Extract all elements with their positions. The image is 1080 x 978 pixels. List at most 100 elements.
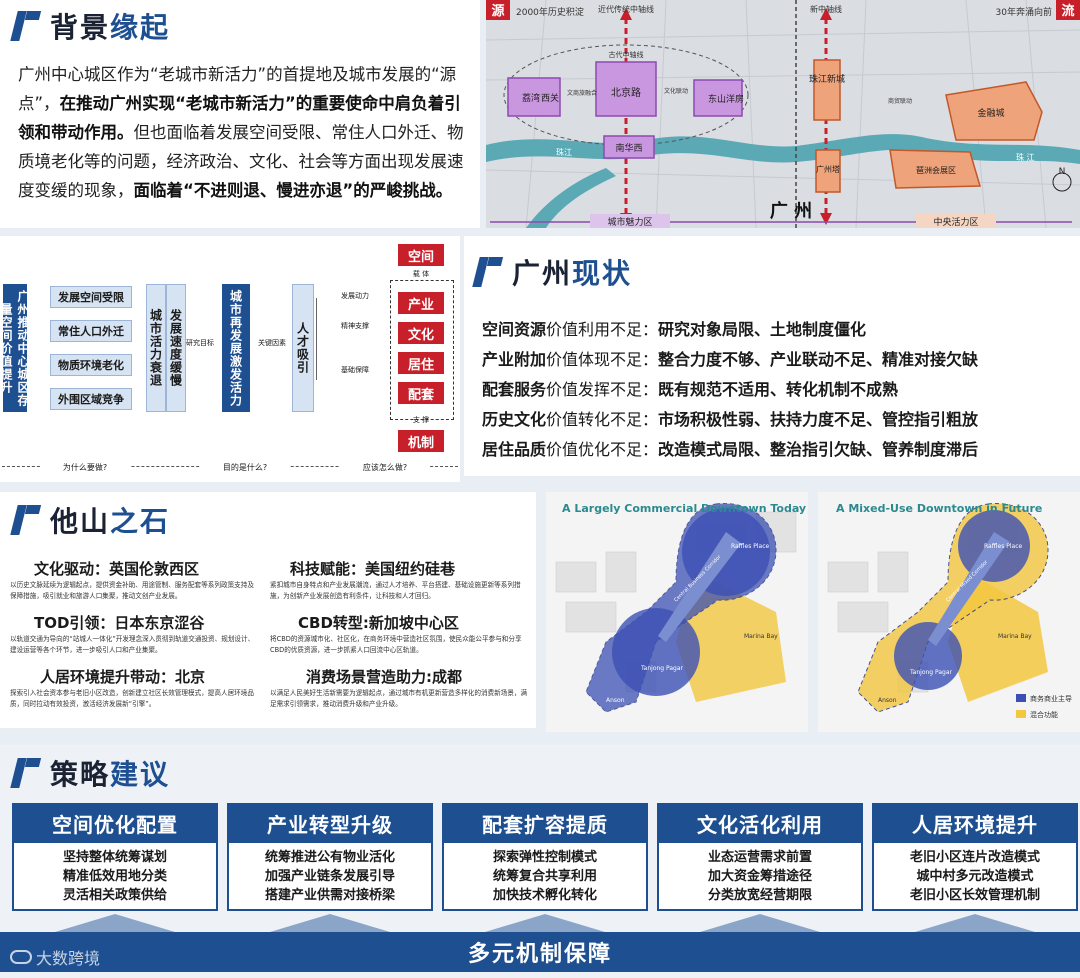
place-marina: Marina Bay [744, 633, 778, 640]
area-pazhou: 琶洲会展区 [916, 165, 956, 175]
river-label-1: 珠江 [556, 147, 572, 157]
strategy-col-title: 配套扩容提质 [442, 803, 648, 843]
label-carrier: 载 体 [412, 270, 430, 278]
axis-new-label: 新中轴线 [810, 4, 842, 14]
heading-mark-icon [12, 503, 42, 537]
singapore-map-future: A Mixed-Use Downtown in Future Raffles P… [818, 492, 1080, 732]
question-why: 为什么要做? [40, 460, 130, 474]
badge-flow [1056, 0, 1080, 20]
background-paragraph: 广州中心城区作为“老城市新活力”的首提地及城市发展的“源点”，在推动广州实现“老… [18, 60, 468, 205]
factor-space: 空间 [398, 244, 444, 266]
flow-item-4: 外围区域竞争 [50, 388, 132, 410]
axis-old-label: 近代传统中轴线 [598, 4, 654, 14]
sg-future-svg: A Mixed-Use Downtown in Future Raffles P… [818, 492, 1080, 732]
factor-facility: 配套 [398, 382, 444, 404]
background-text-1: 广州中心城区作为“老城市新活力”的首提地及城市发展的“源点”， [18, 65, 457, 113]
label-future: 30年奔涌向前 [996, 6, 1052, 18]
strategy-col-body: 统筹推进公有物业活化 加强产业链条发展引导 搭建产业供需对接桥梁 [227, 843, 433, 911]
stones-heading: 他山之石 [12, 500, 170, 540]
case-desc: 以满足人民美好生活新需要为逻辑起点，通过城市有机更新营造多样化的消费新场景，满足… [270, 689, 528, 708]
flow-decline-1: 城市活力衰退 [146, 284, 166, 412]
heading-text-a: 他山 [50, 505, 111, 538]
background-text-3: 但也面临着发展空间受限、常住人口外迁、物质境老化等的问题，经济政治、文化、社会等… [18, 123, 464, 200]
case-title: 人居环境提升带动：北京 [40, 668, 206, 686]
strategy-item: 老旧小区长效管理机制 [909, 887, 1040, 903]
strategy-col-culture: 文化活化利用 业态运营需求前置 加大资金筹措途径 分类放宽经营期限 [657, 803, 863, 911]
label-support: 支 撑 [412, 416, 430, 424]
strategy-item: 加强产业链条发展引导 [264, 868, 395, 884]
place-raffles: Raffles Place [731, 543, 770, 550]
north-arrow-icon [1052, 172, 1072, 192]
factor-living: 居住 [398, 352, 444, 374]
place-raffles: Raffles Place [984, 543, 1023, 550]
strategy-item: 灵活相关政策供给 [62, 887, 167, 903]
legend-swatch-mixed [1016, 710, 1026, 718]
strategy-col-title: 产业转型升级 [227, 803, 433, 843]
place-tanjong: Tanjong Pagar [640, 665, 684, 672]
strategy-col-living: 人居环境提升 老旧小区连片改造模式 城中村多元改造模式 老旧小区长效管理机制 [872, 803, 1078, 911]
case-desc: 紧扣城市自身特点和产业发展潮流，通过人才培养、平台搭建、基础设施更新等系列措施，… [270, 581, 521, 600]
area-canton-tower: 广州塔 [816, 164, 840, 174]
strategy-col-body: 探索弹性控制模式 统筹复合共享利用 加快技术孵化转化 [442, 843, 648, 911]
status-row: 历史文化价值转化不足：市场积极性弱、扶持力度不足、管控指引粗放 [482, 410, 979, 429]
badge-source [486, 0, 510, 20]
drive-label-3: 基础保障 [341, 366, 369, 374]
strategy-item: 分类放宽经营期限 [707, 887, 812, 903]
area-nanhuaxi: 南华西 [615, 142, 642, 154]
strategy-col-space: 空间优化配置 坚持整体统筹谋划 精准低效用地分类 灵活相关政策供给 [12, 803, 218, 911]
arrow-up-icon [270, 914, 390, 932]
strategy-col-industry: 产业转型升级 统筹推进公有物业活化 加强产业链条发展引导 搭建产业供需对接桥梁 [227, 803, 433, 911]
heading-text-b: 建议 [110, 758, 171, 791]
arrow-up-icon [700, 914, 820, 932]
flow-decline-2: 发展速度缓慢 [166, 284, 186, 412]
strategy-item: 搭建产业供需对接桥梁 [264, 887, 395, 903]
link-label-3: 商贸联动 [888, 97, 912, 105]
watermark: 大数跨境 [10, 945, 100, 969]
arrow-up-icon [915, 914, 1035, 932]
strategy-item: 统筹推进公有物业活化 [264, 849, 395, 865]
badge-source-text: 源 [491, 3, 504, 19]
status-row: 居住品质价值优化不足：改造模式局限、整治指引欠缺、管养制度滞后 [482, 440, 979, 459]
heading-text-a: 背景 [50, 11, 111, 44]
zone-left-label: 城市魅力区 [607, 216, 652, 228]
label-history: 2000年历史积淀 [516, 6, 584, 18]
case-studies-panel: 他山之石 文化驱动：英国伦敦西区 以历史文脉延续为逻辑起点，提供资金补助、用途管… [0, 492, 536, 728]
flow-dash-box [390, 280, 454, 420]
watermark-logo-icon [10, 950, 32, 964]
label-research-goal: 研究目标 [186, 339, 214, 347]
heading-text-b: 之石 [110, 505, 171, 538]
case-desc: 将CBD的资源城市化、社区化，在商务环境中营造社区氛围，使民众能公平参与和分享C… [270, 635, 522, 654]
strategy-col-title: 人居环境提升 [872, 803, 1078, 843]
arrow-up-icon [485, 914, 605, 932]
factor-industry: 产业 [398, 292, 444, 314]
sg-future-title: A Mixed-Use Downtown in Future [836, 502, 1042, 515]
strategy-col-facility: 配套扩容提质 探索弹性控制模式 统筹复合共享利用 加快技术孵化转化 [442, 803, 648, 911]
case-desc: 以历史文脉延续为逻辑起点，提供资金补助、用途管制、服务配套等系列政策支持及保障措… [10, 581, 254, 600]
strategy-col-title: 文化活化利用 [657, 803, 863, 843]
factor-culture: 文化 [398, 322, 444, 344]
heading-text-a: 策略 [50, 758, 111, 791]
status-heading: 广州现状 [474, 252, 632, 292]
heading-text-b: 现状 [572, 257, 633, 290]
strategy-col-body: 坚持整体统筹谋划 精准低效用地分类 灵活相关政策供给 [12, 843, 218, 911]
flow-item-1: 发展空间受限 [50, 286, 132, 308]
north-label: N [1059, 167, 1066, 177]
sg-today-title: A Largely Commercial Downtown Today [562, 502, 806, 515]
strategy-item: 精准低效用地分类 [62, 868, 167, 884]
guangzhou-map: 源 2000年历史积淀 流 30年奔涌向前 近代传统中轴线 新中轴线 荔湾 西关… [486, 0, 1080, 228]
question-goal: 目的是什么? [200, 460, 290, 474]
strategy-item: 加大资金筹措途径 [707, 868, 812, 884]
mechanism-base-bar: 多元机制保障 [0, 932, 1080, 972]
case-title: TOD引领：日本东京涩谷 [34, 614, 205, 632]
map-svg: 源 2000年历史积淀 流 30年奔涌向前 近代传统中轴线 新中轴线 荔湾 西关… [486, 0, 1080, 228]
label-key-factor: 关键因素 [258, 339, 286, 347]
place-tanjong: Tanjong Pagar [909, 669, 953, 676]
background-panel: 背景缘起 广州中心城区作为“老城市新活力”的首提地及城市发展的“源点”，在推动广… [0, 0, 480, 228]
flow-arrows [316, 298, 394, 380]
case-desc: 以轨道交通为导向的“站城人一体化”开发理念深入贯彻到轨道交通投资、规划设计、建设… [10, 635, 255, 654]
zone-right-label: 中央活力区 [933, 216, 978, 228]
flow-left-title: 广州推动中心城区存量空间价值提升 [0, 284, 30, 412]
strategy-col-body: 业态运营需求前置 加大资金筹措途径 分类放宽经营期限 [657, 843, 863, 911]
legend-commercial: 商务商业主导 [1030, 694, 1072, 703]
area-finance-city: 金融城 [977, 107, 1004, 119]
